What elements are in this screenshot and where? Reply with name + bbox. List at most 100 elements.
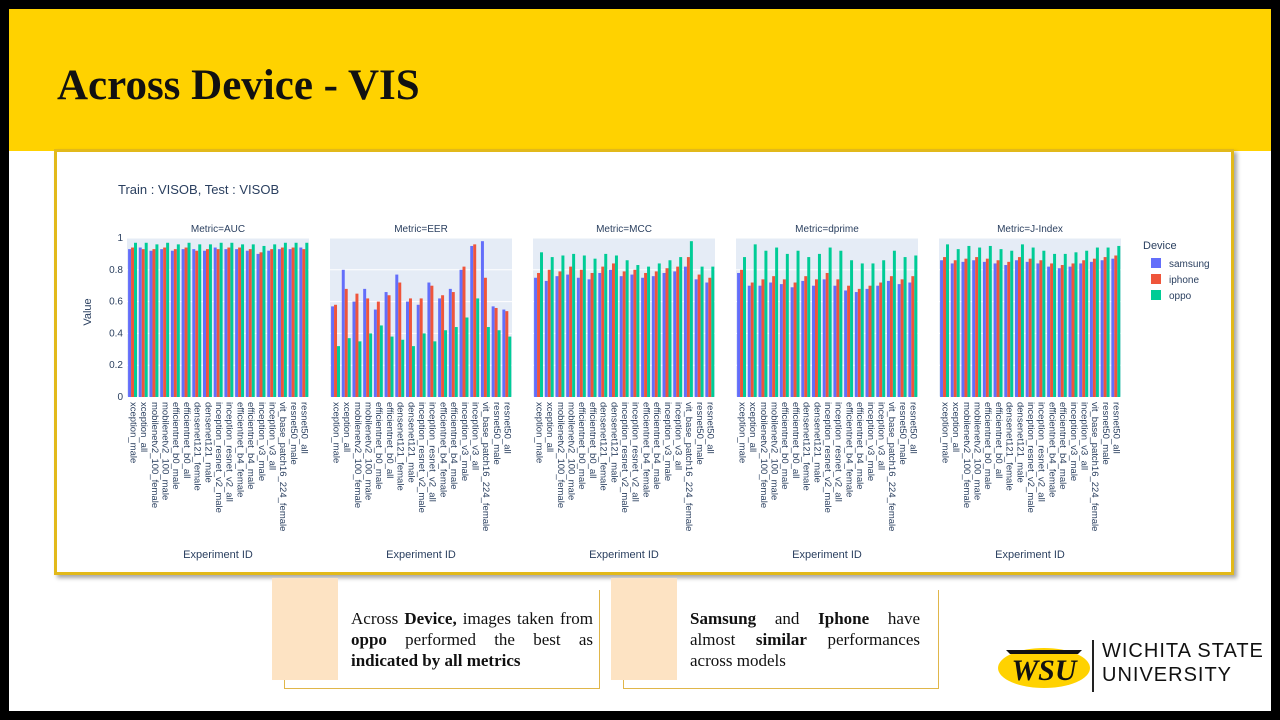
bar-iphone (601, 266, 605, 397)
bar-samsung (299, 247, 303, 397)
bar-oppo (1095, 247, 1099, 397)
x-tick-label: efficientnet_b0_male (576, 402, 587, 490)
panel-title: Metric=AUC (191, 224, 245, 235)
bar-iphone (879, 282, 883, 397)
bar-iphone (740, 269, 744, 397)
x-tick-label: xception_male (533, 402, 544, 463)
x-tick-label: xception_all (138, 402, 149, 452)
x-tick-label: inception_resnet_v2_all (427, 402, 438, 502)
bar-samsung (448, 288, 452, 397)
x-tick-label: efficientnet_b4_male (651, 402, 662, 490)
bar-iphone (291, 247, 295, 397)
bar-iphone (708, 277, 712, 397)
bar-oppo (1085, 250, 1089, 397)
bar-samsung (363, 288, 367, 397)
bar-oppo (668, 260, 672, 397)
x-tick-label: inception_resnet_v2_all (630, 402, 641, 502)
panel-title: Metric=MCC (596, 224, 652, 235)
bar-samsung (416, 304, 420, 397)
bar-oppo (625, 260, 629, 397)
bar-iphone (644, 272, 648, 397)
bar-iphone (814, 279, 818, 397)
bar-iphone (579, 269, 583, 397)
bar-oppo (465, 317, 469, 397)
bar-oppo (1020, 244, 1024, 397)
bar-samsung (982, 261, 986, 397)
x-tick-label: efficientnet_b0_all (384, 402, 395, 478)
bar-oppo (208, 244, 212, 397)
bar-samsung (940, 260, 944, 397)
x-tick-label: resnet50_male (897, 402, 908, 465)
bar-samsung (908, 282, 912, 397)
bar-oppo (369, 333, 373, 397)
bar-oppo (903, 257, 907, 397)
bar-oppo (390, 336, 394, 397)
bar-samsung (812, 285, 815, 397)
bar-samsung (1015, 260, 1018, 397)
bar-iphone (441, 295, 445, 397)
bar-oppo (155, 244, 159, 397)
x-tick-label: efficientnet_b4_female (437, 402, 448, 497)
x-tick-label: inception_resnet_v2_male (416, 402, 427, 513)
bar-iphone (622, 271, 626, 397)
bar-oppo (647, 266, 651, 397)
bar-samsung (373, 309, 377, 397)
bar-iphone (836, 279, 840, 397)
x-tick-label: mobilenetv2_100_male (971, 402, 982, 500)
x-tick-label: efficientnet_b4_female (843, 402, 854, 497)
panel-title: Metric=EER (394, 224, 448, 235)
bar-samsung (470, 245, 474, 397)
bar-oppo (444, 330, 448, 397)
bar-iphone (611, 263, 615, 397)
bar-oppo (273, 244, 277, 397)
x-tick-label: resnet50_all (705, 402, 716, 454)
bar-samsung (277, 249, 281, 397)
x-tick-label: densenet121_male (1014, 402, 1025, 483)
bar-samsung (341, 269, 345, 397)
bar-iphone (665, 268, 669, 397)
y-tick-label: 0.8 (109, 265, 123, 276)
bar-samsung (170, 250, 174, 397)
bar-oppo (764, 250, 768, 397)
bar-iphone (216, 249, 220, 397)
bar-oppo (144, 242, 148, 397)
bar-samsung (128, 249, 132, 397)
x-tick-label: inception_v3_male (865, 402, 876, 481)
bar-oppo (187, 242, 191, 397)
bar-oppo (1117, 245, 1121, 397)
x-tick-label: efficientnet_b0_all (587, 402, 598, 478)
callout-2-text: Samsung and Iphone have almost similar p… (690, 608, 920, 671)
bar-samsung (544, 280, 548, 397)
x-tick-label: densenet121_female (801, 402, 812, 491)
chart-svg: Train : VISOB, Test : VISOBValueMetric=A… (82, 182, 1210, 561)
x-tick-label: vit_base_patch16_224_female (277, 402, 288, 531)
x-tick-label: densenet121_female (598, 402, 609, 491)
legend-label-iphone: iphone (1169, 275, 1199, 286)
bar-samsung (961, 261, 965, 397)
bar-samsung (1004, 265, 1008, 397)
bar-samsung (1079, 263, 1083, 397)
bar-iphone (494, 307, 498, 397)
bar-samsung (651, 276, 655, 397)
x-tick-label: efficientnet_b0_male (982, 402, 993, 490)
bar-iphone (1103, 257, 1107, 397)
bar-iphone (163, 247, 167, 397)
bar-samsung (288, 249, 292, 397)
bar-oppo (999, 249, 1003, 397)
bar-samsung (427, 282, 431, 397)
chart-title: Train : VISOB, Test : VISOB (118, 182, 279, 197)
x-tick-label: resnet50_male (1100, 402, 1111, 465)
bar-oppo (679, 257, 683, 397)
y-tick-label: 0.6 (109, 297, 123, 308)
x-tick-label: mobilenetv2_100_female (352, 402, 363, 508)
bar-iphone (473, 244, 477, 397)
bar-oppo (582, 255, 586, 397)
x-tick-label: inception_v3_all (1079, 402, 1090, 470)
logo-line2: UNIVERSITY (1102, 664, 1233, 686)
x-tick-label: inception_v3_all (470, 402, 481, 470)
bar-oppo (711, 266, 715, 397)
bar-samsung (822, 279, 826, 397)
callout-1-mid2: performed the best as (386, 630, 593, 649)
x-tick-label: efficientnet_b4_female (234, 402, 245, 497)
bar-iphone (569, 266, 573, 397)
